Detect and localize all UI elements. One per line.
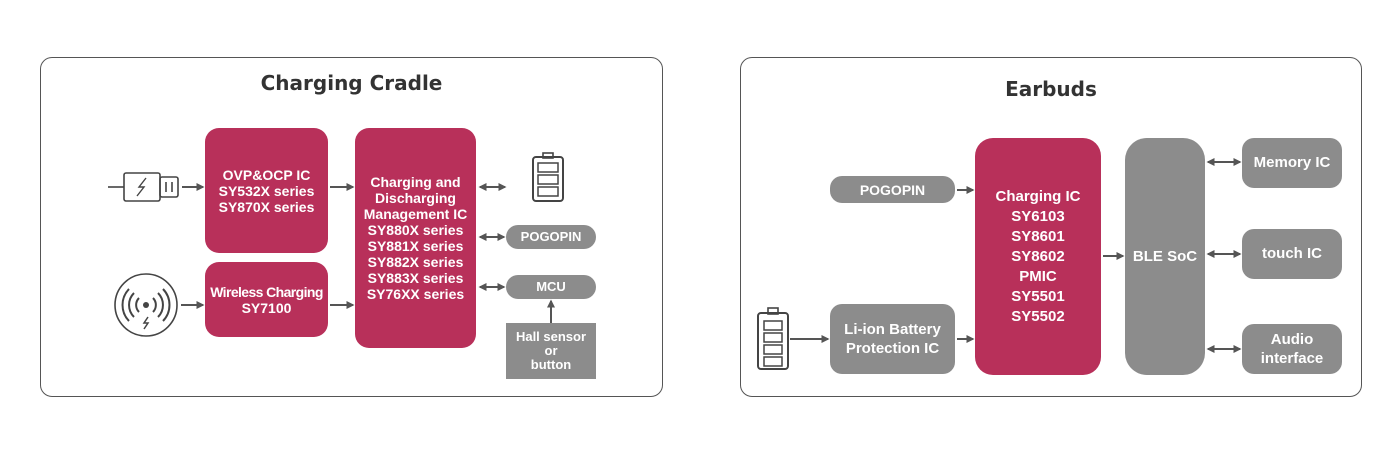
- charging-ic-block: Charging IC SY6103 SY8601 SY8602 PMIC SY…: [975, 138, 1101, 375]
- mgmt-line-5: SY881X series: [367, 238, 464, 254]
- cradle-pogopin-block: POGOPIN: [506, 225, 596, 249]
- hall-line-2: or: [544, 343, 558, 358]
- charge-discharge-mgmt-block: Charging and Discharging Management IC S…: [355, 128, 476, 348]
- mgmt-line-1: Charging and: [370, 174, 461, 190]
- battery-icon: [757, 307, 789, 370]
- usb-plug-icon: [108, 172, 179, 202]
- charging-line-3: SY8601: [1011, 227, 1065, 245]
- charging-cradle-title: Charging Cradle: [260, 71, 443, 95]
- ovp-line-2: SY532X series: [218, 182, 315, 199]
- audio-line-1: Audio: [1270, 331, 1314, 348]
- ovp-ocp-block: OVP&OCP IC SY532X series SY870X series: [205, 128, 328, 253]
- earbuds-title: Earbuds: [1005, 77, 1097, 101]
- charging-line-4: SY8602: [1011, 247, 1065, 265]
- memory-ic-label: Memory IC: [1253, 154, 1331, 171]
- ble-soc-block: BLE SoC: [1125, 138, 1205, 375]
- charging-line-7: SY5502: [1011, 307, 1065, 325]
- wireless-charger-icon: [114, 273, 178, 337]
- mgmt-line-7: SY883X series: [367, 270, 464, 286]
- hall-line-3: button: [530, 357, 572, 372]
- hall-line-1: Hall sensor: [515, 329, 587, 344]
- touch-ic-block: touch IC: [1242, 229, 1342, 279]
- charging-line-1: Charging IC: [995, 187, 1081, 205]
- hall-sensor-block: Hall sensor or button: [506, 323, 596, 379]
- mgmt-line-3: Management IC: [363, 206, 468, 222]
- memory-ic-block: Memory IC: [1242, 138, 1342, 188]
- ovp-line-3: SY870X series: [218, 198, 315, 215]
- mgmt-line-6: SY882X series: [367, 254, 464, 270]
- wireless-line-1: Wireless Charging: [210, 283, 323, 300]
- battery-icon: [532, 152, 564, 202]
- protection-line-1: Li-ion Battery: [844, 321, 941, 338]
- protection-line-2: Protection IC: [845, 340, 940, 357]
- ovp-line-1: OVP&OCP IC: [222, 166, 311, 183]
- cradle-pogopin-label: POGOPIN: [520, 229, 582, 244]
- mgmt-line-2: Discharging: [375, 190, 456, 206]
- touch-ic-label: touch IC: [1262, 245, 1322, 262]
- wireless-charging-block: Wireless Charging SY7100: [205, 262, 328, 337]
- charging-line-6: SY5501: [1011, 287, 1065, 305]
- mcu-block: MCU: [506, 275, 596, 299]
- charging-line-2: SY6103: [1011, 207, 1065, 225]
- charging-line-5: PMIC: [1019, 267, 1057, 285]
- earbuds-pogopin-label: POGOPIN: [859, 181, 926, 198]
- ble-soc-label: BLE SoC: [1132, 247, 1198, 265]
- audio-line-2: interface: [1260, 350, 1324, 367]
- earbuds-pogopin-block: POGOPIN: [830, 176, 955, 203]
- audio-interface-block: Audio interface: [1242, 324, 1342, 374]
- wireless-line-2: SY7100: [241, 299, 292, 316]
- battery-protection-block: Li-ion Battery Protection IC: [830, 304, 955, 374]
- mcu-label: MCU: [536, 279, 566, 294]
- mgmt-line-4: SY880X series: [367, 222, 464, 238]
- mgmt-line-8: SY76XX series: [366, 286, 465, 302]
